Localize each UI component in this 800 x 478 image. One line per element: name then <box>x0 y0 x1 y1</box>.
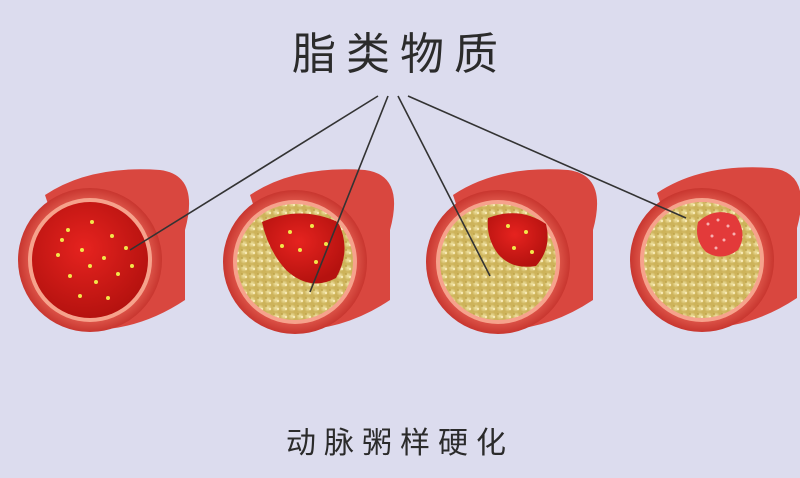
artery-stage-3 <box>426 169 598 334</box>
caption-label: 动脉粥样硬化 <box>286 426 514 461</box>
artery-stage-2 <box>223 169 395 334</box>
title-label: 脂类物质 <box>292 29 508 80</box>
artery-stage-1 <box>18 169 190 332</box>
blood-lumen <box>262 213 345 284</box>
artery-stage-4 <box>630 167 800 332</box>
lipid-dots <box>56 220 134 300</box>
leader-lines <box>129 95 687 293</box>
